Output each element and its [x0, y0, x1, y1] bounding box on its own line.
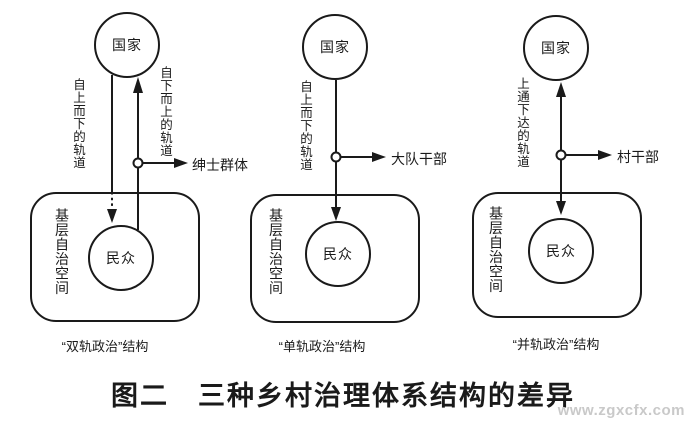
masses-label: 民众 [323, 246, 353, 262]
autonomy-space-label: 基层自治空间 [268, 207, 284, 295]
down-arrowhead-icon [556, 201, 566, 215]
track-junction-node [330, 151, 342, 163]
single-track-connectors [330, 80, 386, 221]
bottom-up-track-label: 自下而上的轨道 [158, 65, 172, 157]
state-label: 国家 [541, 40, 571, 56]
right-arrowhead-icon [372, 152, 386, 162]
autonomy-space-label: 基层自治空间 [488, 205, 504, 293]
brigade-cadre-label: 大队干部 [391, 151, 447, 167]
two-way-track-label: 上通下达的轨道 [515, 77, 529, 168]
panel-caption-dual-track: “双轨政治”结构 [61, 339, 149, 354]
up-arrowhead-icon [556, 82, 566, 97]
right-arrowhead-icon [598, 150, 612, 160]
watermark: www.zgxcfx.com [557, 402, 685, 419]
down-arrowhead-icon [331, 207, 341, 221]
state-circle: 国家 [94, 12, 160, 78]
autonomy-space-box [472, 192, 642, 318]
track-junction-node [132, 157, 144, 169]
masses-circle: 民众 [88, 225, 154, 291]
state-circle: 国家 [523, 15, 589, 81]
merged-track-connectors [555, 82, 612, 215]
masses-circle: 民众 [528, 218, 594, 284]
state-circle: 国家 [302, 14, 368, 80]
state-label: 国家 [112, 37, 142, 53]
state-label: 国家 [320, 39, 350, 55]
village-cadre-label: 村干部 [617, 149, 659, 165]
right-arrowhead-icon [174, 158, 188, 168]
masses-circle: 民众 [305, 221, 371, 287]
panel-caption-single-track: “单轨政治”结构 [278, 339, 366, 354]
figure-title: 图二 三种乡村治理体系结构的差异 [111, 381, 575, 411]
autonomy-space-box [250, 194, 420, 323]
down-arrowhead-icon [107, 209, 117, 223]
up-arrowhead-icon [133, 77, 143, 93]
gentry-group-label: 绅士群体 [192, 157, 248, 173]
autonomy-space-box [30, 192, 200, 322]
masses-label: 民众 [546, 243, 576, 259]
autonomy-space-label: 基层自治空间 [54, 207, 70, 295]
top-down-track-label: 自上而下的轨道 [71, 77, 85, 169]
masses-label: 民众 [106, 250, 136, 266]
top-down-track-label: 自上而下的轨道 [298, 79, 312, 171]
panel-caption-merged-track: “并轨政治”结构 [512, 337, 600, 352]
track-junction-node [555, 149, 567, 161]
dual-track-connectors [107, 75, 188, 230]
